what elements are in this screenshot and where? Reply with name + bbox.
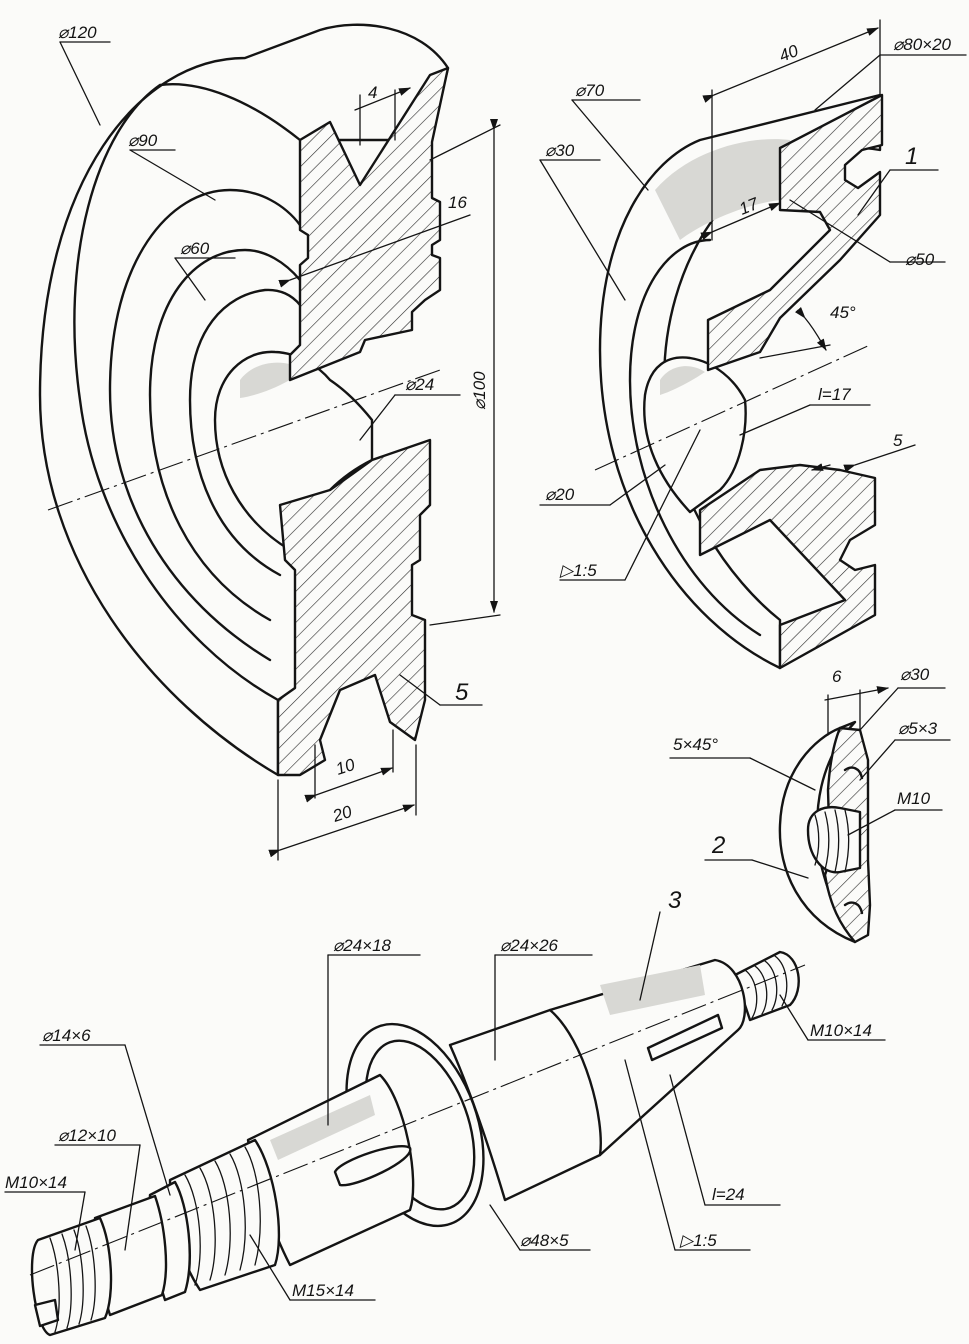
pulley-axis — [47, 369, 441, 511]
dim-d12x10: ⌀12×10 — [58, 1126, 117, 1145]
dim-d30-washer: ⌀30 — [900, 665, 930, 684]
part-5-pulley: ⌀120 ⌀90 ⌀60 4 16 ⌀24 ⌀100 10 20 5 — [38, 23, 501, 861]
dim-d5x3: ⌀5×3 — [898, 719, 938, 738]
dim-w16: 16 — [448, 193, 467, 212]
dim-taper-flange: ▷1:5 — [559, 561, 597, 580]
shaft-keyway-right — [646, 1013, 724, 1062]
part-number-2: 2 — [711, 832, 725, 859]
dim-m10x14-right: M10×14 — [810, 1021, 872, 1040]
dim-w6: 6 — [832, 667, 842, 686]
dim-d48x5: ⌀48×5 — [520, 1231, 569, 1250]
shaft-right-thread — [733, 950, 800, 1022]
pulley-section-lower — [276, 438, 432, 777]
flange-inner-ring — [628, 238, 762, 637]
dim-taper-shaft: ▷1:5 — [679, 1231, 717, 1250]
dim-ang45: 45° — [830, 303, 856, 322]
dim-l17: l=17 — [818, 385, 851, 404]
dim-m10-washer: M10 — [897, 789, 931, 808]
dim-d24x18: ⌀24×18 — [333, 936, 392, 955]
dim-chamfer: 5×45° — [673, 735, 718, 754]
part-3-shaft: ⌀24×18 ⌀24×26 3 M10×14 ⌀14×6 ⌀12×10 M10×… — [4, 887, 886, 1337]
dim-d100: ⌀100 — [470, 371, 489, 410]
part-number-3: 3 — [668, 887, 682, 914]
pulley-hub-ring — [188, 288, 302, 577]
pulley-face-ring — [108, 188, 302, 662]
dim-d70: ⌀70 — [575, 81, 605, 100]
dim-w10: 10 — [333, 755, 357, 779]
dim-len40: 40 — [776, 41, 801, 66]
flange-axis — [594, 344, 871, 471]
dim-d24: ⌀24 — [405, 375, 434, 394]
flange-section-upper — [706, 93, 884, 372]
dim-w20: 20 — [329, 802, 354, 826]
part-number-5: 5 — [455, 679, 469, 706]
dim-m10x14-left: M10×14 — [5, 1173, 67, 1192]
dim-d60: ⌀60 — [180, 239, 210, 258]
dim-m15x14: M15×14 — [292, 1281, 354, 1300]
flange-bore — [643, 356, 747, 514]
part-number-1: 1 — [905, 143, 918, 170]
shaft-axis — [29, 964, 806, 1276]
dim-d24x26: ⌀24×26 — [500, 936, 559, 955]
dim-d50: ⌀50 — [905, 250, 935, 269]
dim-d30-flange: ⌀30 — [545, 141, 575, 160]
dim-d14x6: ⌀14×6 — [42, 1026, 91, 1045]
dim-w5: 5 — [893, 431, 903, 450]
dim-d90: ⌀90 — [128, 131, 158, 150]
flange-section-lower — [698, 463, 877, 670]
pulley-outer-rim — [38, 23, 450, 777]
part-1-flange: 40 ⌀80×20 ⌀70 ⌀30 1 17 ⌀50 45° l=17 5 ⌀2… — [539, 19, 967, 670]
dim-d80x20: ⌀80×20 — [893, 35, 952, 54]
shaft-keyway-left — [333, 1145, 412, 1187]
shaft-end-slot — [33, 1298, 60, 1328]
dim-d120: ⌀120 — [58, 23, 97, 42]
pulley-section-upper — [288, 66, 450, 382]
pulley-inner-ring — [148, 248, 302, 622]
dim-l24: l=24 — [712, 1185, 745, 1204]
part-2-washer: 6 ⌀30 ⌀5×3 5×45° M10 2 — [669, 665, 951, 944]
dim-w4: 4 — [368, 83, 377, 102]
dim-d20: ⌀20 — [545, 485, 575, 504]
